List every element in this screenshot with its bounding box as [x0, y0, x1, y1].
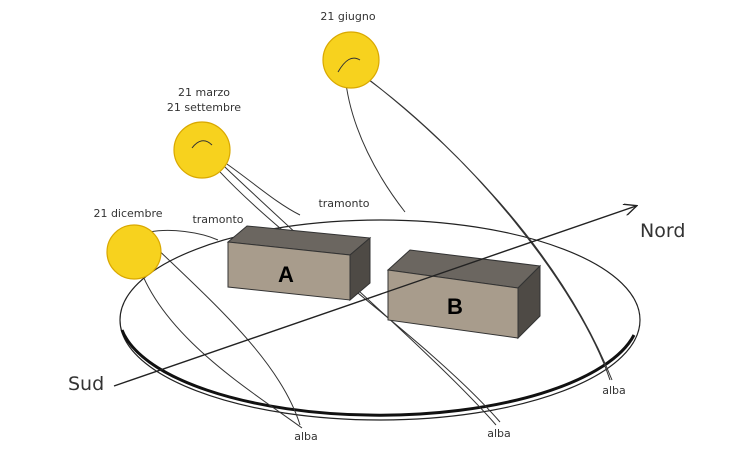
- label-nord: Nord: [640, 220, 685, 242]
- building-b: B: [386, 249, 542, 340]
- sun-equinox: [173, 121, 231, 179]
- building-a: A: [226, 225, 372, 302]
- building-b-side: [517, 264, 541, 340]
- building-a-side: [349, 236, 371, 302]
- label-21-settembre: 21 settembre: [167, 101, 241, 114]
- label-tramonto-left: tramonto: [192, 213, 243, 226]
- label-tramonto-mid: tramonto: [318, 197, 369, 210]
- sun-path-june: [349, 64, 613, 381]
- north-south-axis: [113, 206, 636, 387]
- sun-december: [106, 224, 162, 280]
- label-21-giugno: 21 giugno: [320, 10, 375, 23]
- ground-ellipse: [119, 219, 641, 421]
- label-alba-1: alba: [294, 430, 318, 443]
- label-21-dicembre: 21 dicembre: [93, 207, 162, 220]
- label-alba-2: alba: [487, 427, 511, 440]
- sun-june: [322, 31, 380, 89]
- label-alba-3: alba: [602, 384, 626, 397]
- building-a-label: A: [278, 262, 294, 287]
- building-b-label: B: [447, 294, 463, 319]
- sun-path-june-upper: [344, 74, 406, 213]
- label-sud: Sud: [68, 373, 104, 395]
- label-21-marzo: 21 marzo: [178, 86, 230, 99]
- sun-path-equinox-over: [191, 140, 213, 149]
- sun-path-june-over: [337, 57, 361, 73]
- sun-path-december-upper: [149, 229, 219, 241]
